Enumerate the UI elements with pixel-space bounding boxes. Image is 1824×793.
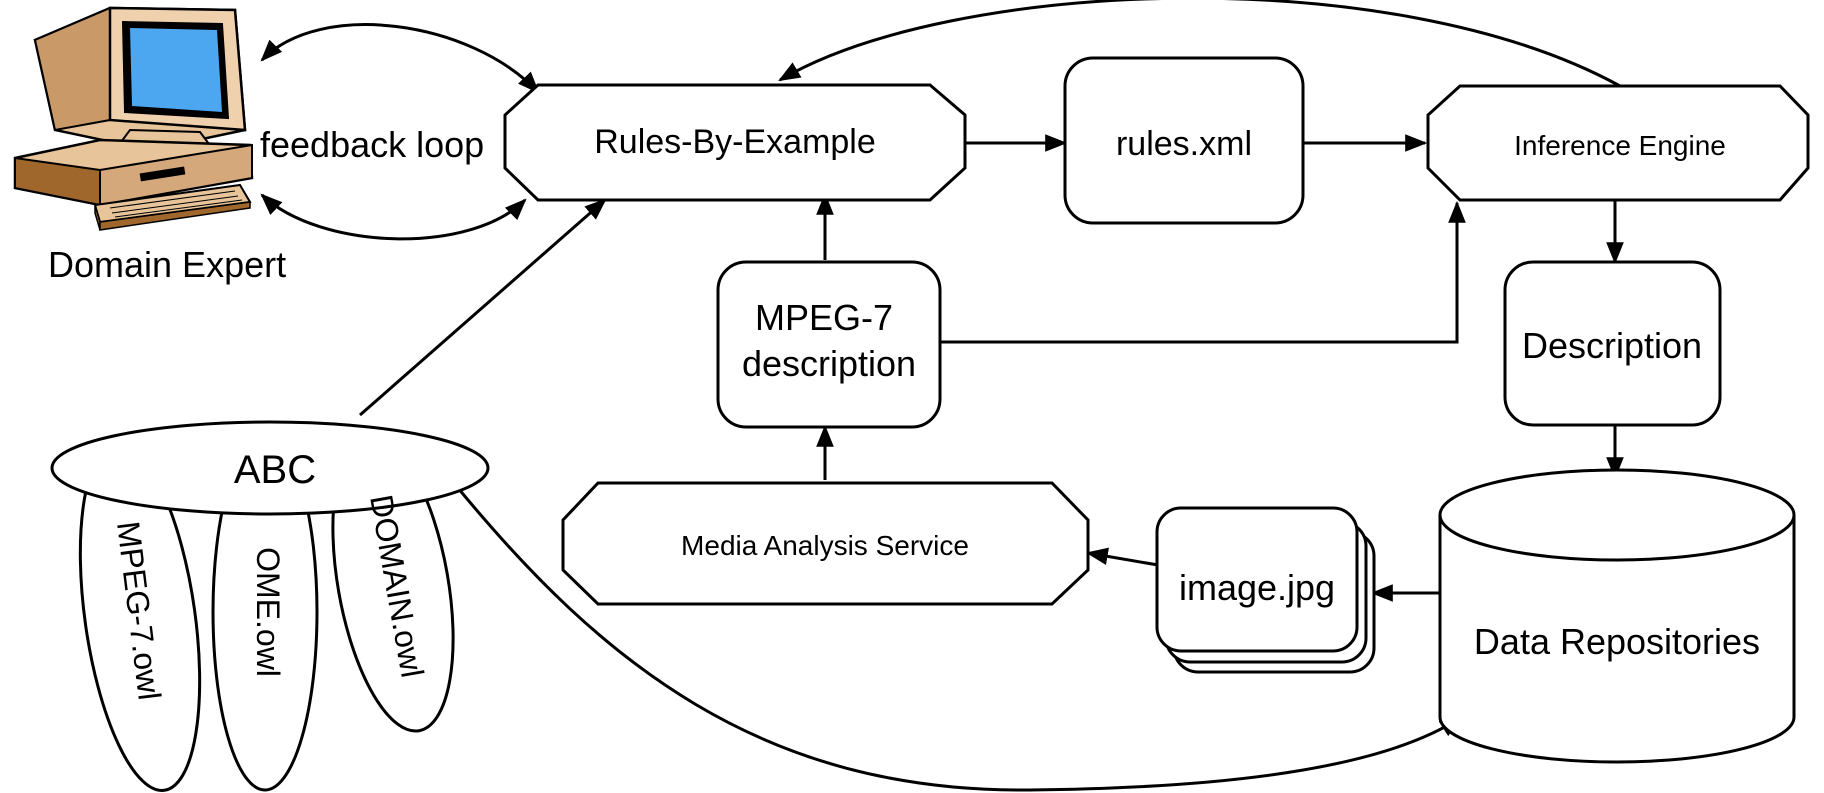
abc-node xyxy=(50,420,490,516)
arrow-abc-to-rbe xyxy=(359,198,607,417)
arrow-abc-to-repo xyxy=(456,487,1462,792)
arrow-image-to-mas xyxy=(1085,547,1159,567)
rules-by-example-label: Rules-By-Example xyxy=(594,123,876,161)
mpeg7-description-label: MPEG-7 description xyxy=(742,297,916,384)
edges xyxy=(260,0,1624,792)
mpeg7-line1: MPEG-7 xyxy=(755,297,893,338)
image-jpg-label: image.jpg xyxy=(1179,567,1335,608)
feedback-arrow-top xyxy=(260,23,540,94)
ome-owl-label: OME.owl xyxy=(250,547,286,677)
description-node xyxy=(1503,260,1722,427)
data-repositories-node xyxy=(1438,468,1796,764)
inference-engine-label: Inference Engine xyxy=(1514,130,1726,161)
domain-expert-label: Domain Expert xyxy=(48,244,286,285)
feedback-arrow-bottom xyxy=(260,193,527,241)
rules-xml-node xyxy=(1063,56,1305,225)
rules-by-example-node xyxy=(503,83,967,202)
feedback-loop-label: feedback loop xyxy=(260,124,484,165)
image-jpg-node xyxy=(1155,506,1359,653)
media-analysis-service-label: Media Analysis Service xyxy=(681,530,969,561)
abc-label: ABC xyxy=(234,448,316,492)
description-label: Description xyxy=(1522,325,1702,366)
mpeg7-line2: description xyxy=(742,343,916,384)
arrow-ie-to-rbe-curve xyxy=(778,0,1621,88)
computer-icon xyxy=(13,6,254,231)
media-analysis-service-node xyxy=(561,481,1090,606)
inference-engine-node xyxy=(1426,84,1810,202)
image-jpg-stack xyxy=(1155,506,1376,674)
mpeg7-description-node xyxy=(716,260,942,429)
rules-xml-label: rules.xml xyxy=(1116,125,1252,163)
data-repositories-label: Data Repositories xyxy=(1474,621,1760,662)
abc-ontology-group xyxy=(50,420,490,792)
arrow-mpeg7-to-ie xyxy=(940,200,1466,344)
